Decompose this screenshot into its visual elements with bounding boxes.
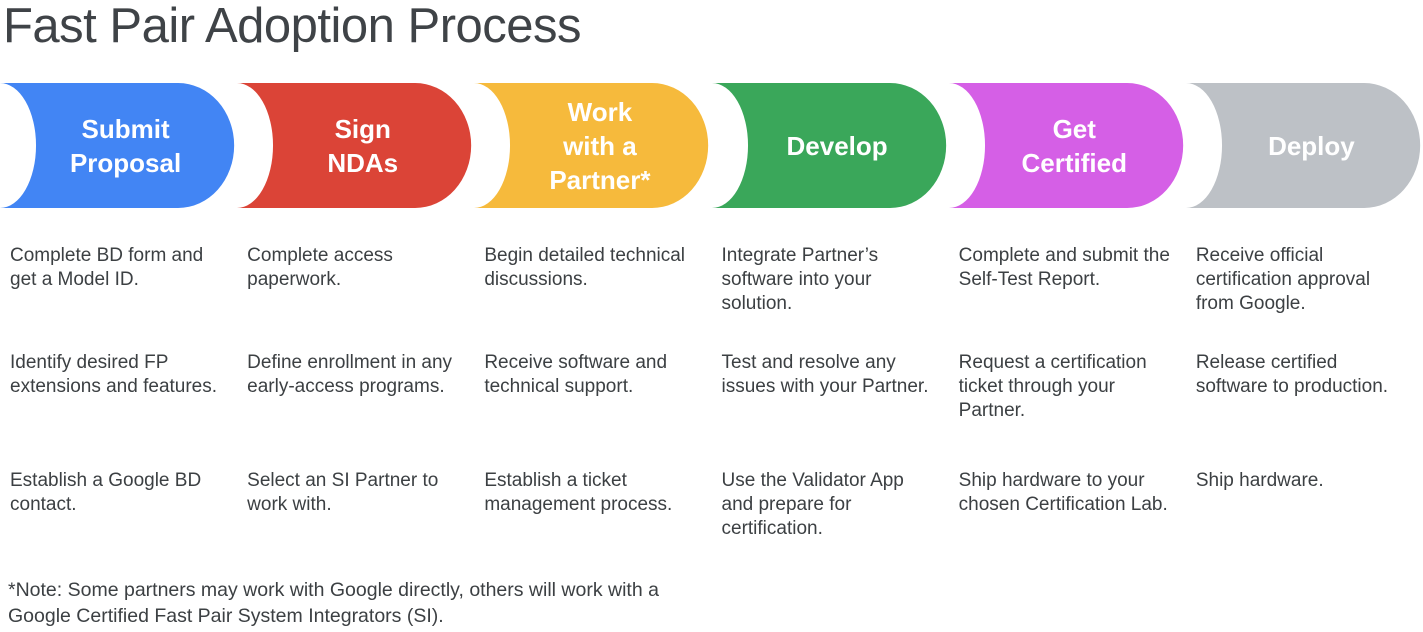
stage-develop: Develop: [711, 83, 949, 208]
stage-sign-ndas: Sign NDAs: [237, 83, 474, 208]
detail-column-sign-ndas: Complete access paperwork. Define enroll…: [237, 244, 474, 541]
stage-detail: Establish a Google BD contact.: [10, 470, 202, 515]
stage-detail: Complete and submit the Self-Test Report…: [958, 245, 1170, 290]
stage-detail: Complete BD form and get a Model ID.: [10, 245, 204, 290]
stage-detail: Select an SI Partner to work with.: [247, 470, 439, 515]
stage-capsule-icon: [237, 83, 472, 208]
detail-column-develop: Integrate Partner’s software into your s…: [712, 244, 949, 541]
stage-capsule-shape: [474, 83, 709, 208]
stage-submit-proposal: Submit Proposal: [0, 83, 237, 208]
stage-capsule-shape: [237, 83, 472, 208]
stage-work-with-partner: Work with a Partner*: [474, 83, 711, 208]
stage-capsule-icon: [0, 83, 235, 208]
stage-detail: Ship hardware to your chosen Certificati…: [958, 470, 1168, 515]
detail-column-get-certified: Complete and submit the Self-Test Report…: [949, 244, 1186, 541]
stage-capsule-icon: [1185, 83, 1420, 208]
stage-detail: Integrate Partner’s software into your s…: [721, 245, 879, 314]
stage-capsule-shape: [1185, 83, 1420, 208]
stage-label: Develop: [786, 130, 888, 161]
stage-capsule-icon: [948, 83, 1183, 208]
stage-detail: Begin detailed technical discussions.: [484, 245, 686, 290]
stage-band: Submit Proposal Sign NDAs Work with a Pa…: [0, 83, 1423, 208]
stage-label: Work with a Partner*: [549, 96, 651, 195]
page-title: Fast Pair Adoption Process: [3, 0, 582, 53]
stage-detail: Use the Validator App and prepare for ce…: [721, 470, 904, 539]
stage-detail: Identify desired FP extensions and featu…: [10, 352, 218, 397]
stage-capsule-icon: [711, 83, 946, 208]
stage-label: Get Certified: [1021, 113, 1127, 178]
stage-get-certified: Get Certified: [948, 83, 1186, 208]
stage-detail: Complete access paperwork.: [247, 245, 393, 290]
stage-capsule-shape: [948, 83, 1183, 208]
detail-column-submit-proposal: Complete BD form and get a Model ID. Ide…: [0, 244, 237, 541]
stage-detail: Establish a ticket management process.: [484, 470, 673, 515]
stage-details-grid: Complete BD form and get a Model ID. Ide…: [0, 244, 1423, 541]
detail-column-deploy: Receive official certification approval …: [1186, 244, 1423, 541]
detail-column-work-with-partner: Begin detailed technical discussions. Re…: [474, 244, 711, 541]
stage-detail: Define enrollment in any early-access pr…: [247, 352, 453, 397]
stage-deploy: Deploy: [1185, 83, 1423, 208]
stage-detail: Ship hardware.: [1195, 470, 1324, 491]
stage-capsule-shape: [0, 83, 235, 208]
stage-capsule-icon: [474, 83, 709, 208]
stage-detail: Receive software and technical support.: [484, 352, 668, 397]
stage-detail: Request a certification ticket through y…: [958, 352, 1147, 421]
stage-detail: Release certified software to production…: [1195, 352, 1389, 397]
footnote: *Note: Some partners may work with Googl…: [8, 579, 659, 627]
stage-label: Submit Proposal: [69, 113, 182, 178]
stage-detail: Receive official certification approval …: [1195, 245, 1371, 314]
stage-capsule-shape: [711, 83, 946, 208]
stage-label: Sign NDAs: [327, 113, 399, 178]
stage-label: Deploy: [1268, 130, 1355, 161]
stage-detail: Test and resolve any issues with your Pa…: [721, 352, 929, 397]
